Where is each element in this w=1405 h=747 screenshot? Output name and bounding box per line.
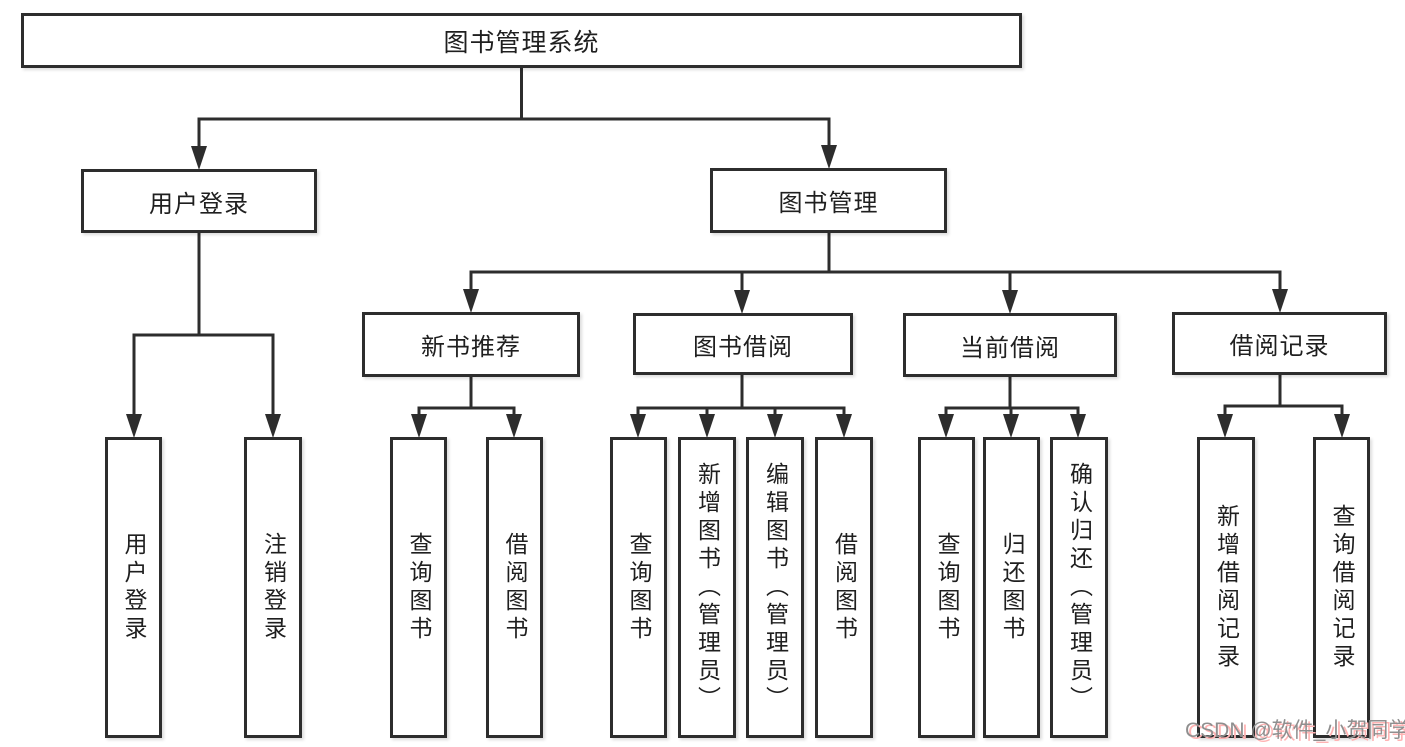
leaf-confirm-return-admin: 确认归还（管理员） [1050,437,1108,738]
leaf-label: 新增借阅记录 [1213,503,1240,672]
csdn-watermark: CSDN @软件_小贺同学 [1185,719,1405,742]
leaf-label: 确认归还（管理员） [1066,461,1093,714]
leaf-label: 查询图书 [406,531,432,644]
leaf-query-books-current: 查询图书 [918,437,975,738]
node-label: 图书管理 [778,190,879,217]
leaf-label: 新增图书（管理员） [694,461,721,714]
leaf-user-login: 用户登录 [105,437,162,738]
leaf-query-books-recommend: 查询图书 [390,437,447,738]
node-label: 图书管理系统 [443,28,600,57]
leaf-label: 查询图书 [934,531,960,644]
leaf-return-book: 归还图书 [983,437,1040,738]
leaf-label: 注销登录 [260,531,287,644]
node-label: 图书借阅 [693,333,793,361]
leaf-edit-book-admin: 编辑图书（管理员） [746,437,804,738]
leaf-label: 借阅图书 [502,531,528,644]
node-current-borrow: 当前借阅 [903,313,1117,377]
leaf-query-borrow-record: 查询借阅记录 [1313,437,1370,738]
leaf-borrow-books-recommend: 借阅图书 [486,437,543,738]
leaf-label: 查询借阅记录 [1329,503,1355,672]
node-new-book-recommend: 新书推荐 [362,312,580,377]
node-label: 借阅记录 [1229,333,1330,360]
node-borrow-records: 借阅记录 [1172,312,1387,375]
node-label: 用户登录 [149,190,249,218]
leaf-label: 归还图书 [999,531,1025,644]
node-library-management-system: 图书管理系统 [21,13,1022,68]
leaf-label: 查询图书 [626,531,652,644]
node-book-management: 图书管理 [710,168,947,233]
leaf-add-borrow-record: 新增借阅记录 [1197,437,1255,738]
leaf-borrow-books: 借阅图书 [815,437,873,738]
leaf-query-books-borrow: 查询图书 [610,437,667,738]
leaf-label: 编辑图书（管理员） [762,461,789,714]
leaf-add-book-admin: 新增图书（管理员） [678,437,736,738]
leaf-label: 用户登录 [121,531,147,644]
node-label: 新书推荐 [421,334,521,361]
leaf-logout: 注销登录 [244,437,302,738]
node-book-borrow: 图书借阅 [633,313,853,375]
leaf-label: 借阅图书 [831,531,858,644]
node-label: 当前借阅 [960,334,1060,362]
node-user-login: 用户登录 [81,169,317,233]
